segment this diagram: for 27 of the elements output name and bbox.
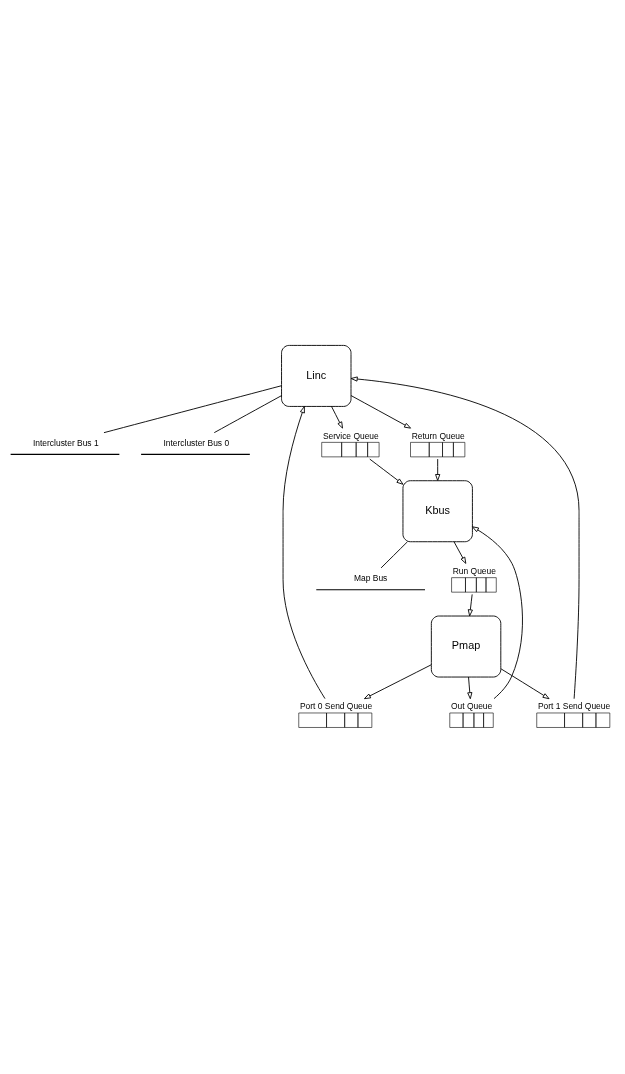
arrow (369, 458, 404, 485)
node-box: Pmap (430, 615, 502, 677)
node-text: Map Bus (354, 572, 388, 583)
node-box: Kbus (402, 479, 473, 542)
connector (213, 394, 282, 433)
arrow (467, 676, 473, 699)
arrow (435, 458, 441, 481)
arrow (350, 394, 412, 429)
arrow (282, 405, 326, 699)
node-box: Linc (281, 344, 352, 407)
node-label: Port 0 Send Queue (299, 700, 373, 711)
arrow (500, 667, 550, 699)
connector (380, 540, 408, 568)
arrow (472, 525, 523, 699)
connector (103, 384, 282, 433)
arrow (331, 405, 343, 429)
arrow (453, 540, 467, 564)
node-text: Intercluster Bus 0 (163, 437, 230, 448)
node-text: Intercluster Bus 1 (32, 437, 99, 448)
arrow (467, 593, 473, 616)
arrow (350, 375, 580, 699)
node-label: Port 1 Send Queue (537, 700, 611, 711)
node-label: Return Queue (411, 430, 465, 441)
node-label: Out Queue (450, 700, 493, 711)
node-label: Service Queue (322, 430, 379, 441)
node-label: Run Queue (452, 565, 496, 576)
arrow (363, 663, 432, 699)
